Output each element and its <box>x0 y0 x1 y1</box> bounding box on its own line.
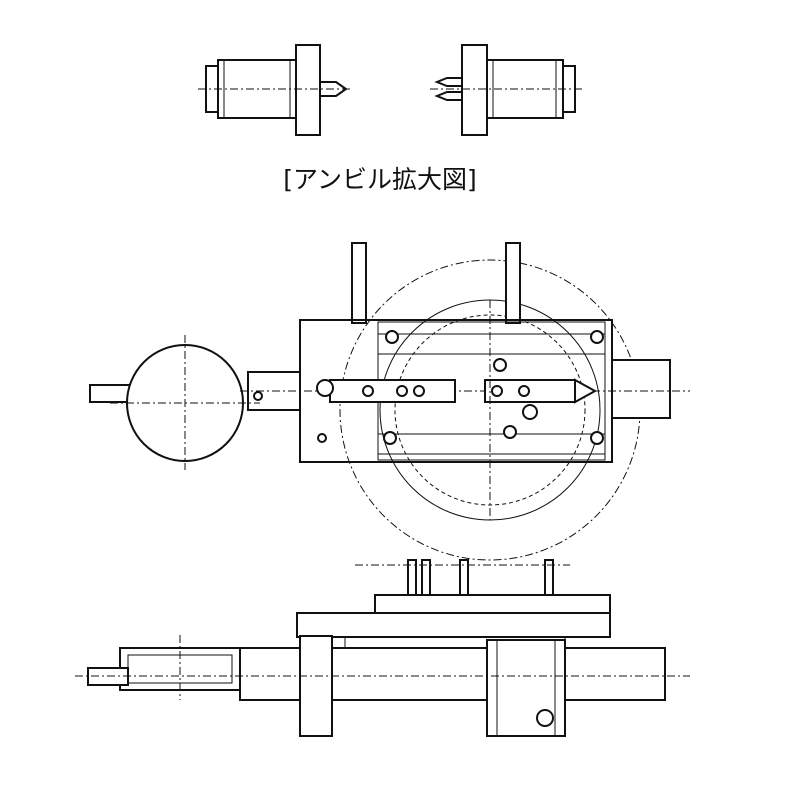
plan-view <box>89 242 690 561</box>
anvil-enlarged-view-caption: [アンビル拡大図] <box>283 165 477 194</box>
anvil-left <box>198 44 352 136</box>
anvil-right <box>430 44 582 136</box>
elevation-view <box>75 559 690 737</box>
